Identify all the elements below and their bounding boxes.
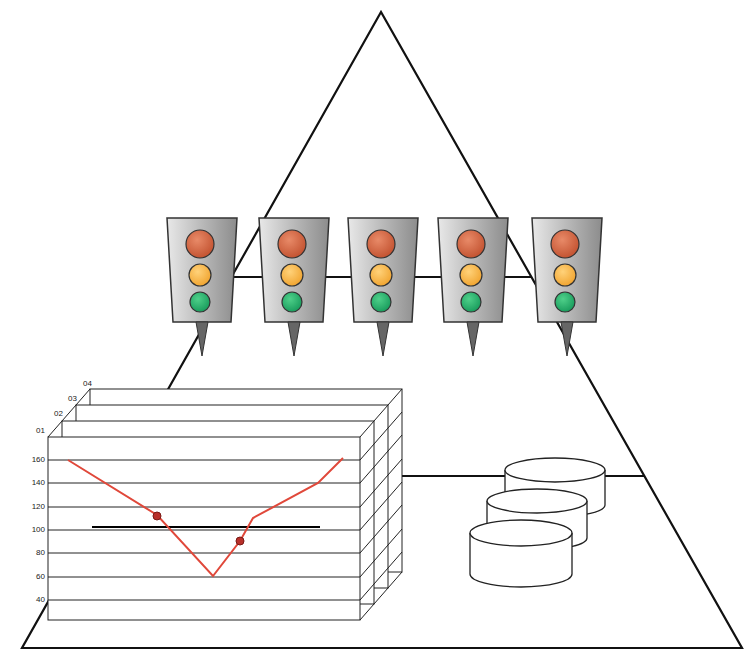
axis-value: 160: [21, 455, 45, 465]
axis-value: 80: [21, 548, 45, 558]
axis-value: 100: [21, 525, 45, 535]
series-label: 03: [53, 394, 77, 404]
axis-value: 120: [21, 502, 45, 512]
series-label: 04: [68, 379, 92, 389]
series-label: 02: [39, 409, 63, 419]
axis-value: 60: [21, 572, 45, 582]
series-label: 01: [21, 426, 45, 436]
axis-value: 40: [21, 595, 45, 605]
axis-value: 140: [21, 478, 45, 488]
